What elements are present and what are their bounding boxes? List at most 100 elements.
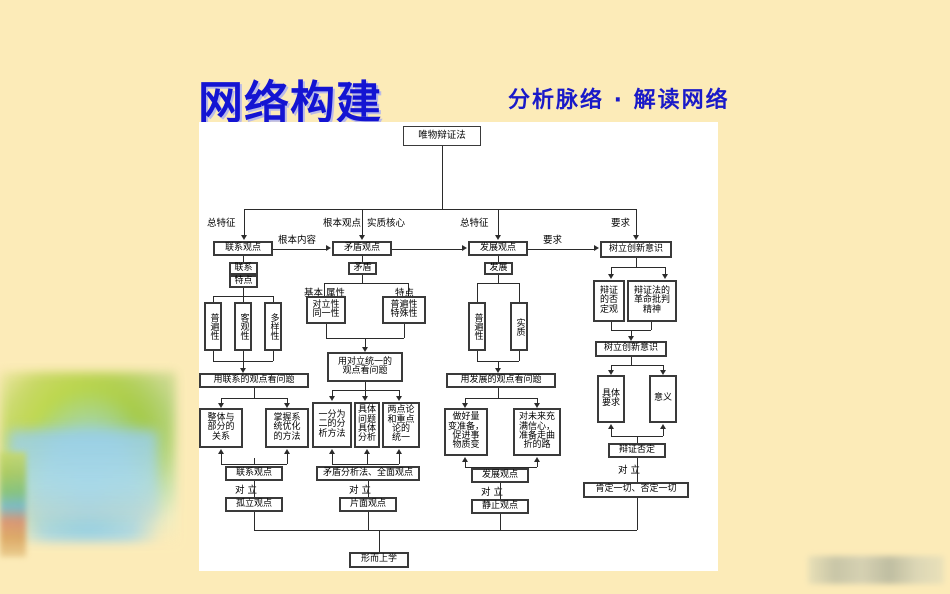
edge-label-shizhihexin: 实质核心 <box>367 218 406 229</box>
node-yifenweier: 一分为 二的分 析方法 <box>312 402 352 448</box>
node-bianzheng-fouding-guan: 辩证 的否 定观 <box>593 280 625 322</box>
line-pipan-join <box>651 322 652 330</box>
node-shuli-chuangxin-2: 树立创新意识 <box>595 341 667 357</box>
line-fouding-join <box>611 322 612 330</box>
line-kending-down <box>637 498 638 530</box>
edge-label-yaoqiu-2: 要求 <box>543 235 563 246</box>
line-branch3-down <box>498 209 499 236</box>
arrow-zhengti <box>218 403 224 408</box>
line-bottom-down <box>379 530 380 552</box>
edge-label-duili-3: 对 立 <box>481 487 504 498</box>
decorative-photo-overlay <box>8 430 158 520</box>
line-yongfazhan-bus <box>465 398 537 399</box>
line-yonglianxi-bus <box>221 398 287 399</box>
line-keguan-join <box>243 351 244 361</box>
edge-label-jibenshuxing: 基本 属性 <box>304 288 346 299</box>
edge-label-genbenneirong: 根本内容 <box>278 235 317 246</box>
arrow-up-jutiyaoqiu <box>608 424 614 429</box>
edge-label-duili-4: 对 立 <box>618 465 641 476</box>
arrow-up-liangbian <box>462 457 468 462</box>
node-weilai-xinxin: 对未来充 满信心， 准备走曲 折的路 <box>513 408 561 456</box>
arrow-liangdianlun <box>396 396 402 401</box>
node-guli-guandian: 孤立观点 <box>225 497 283 512</box>
arrow-maodun-to-fazhan <box>462 245 467 251</box>
line-liangdianlun-down <box>399 390 400 398</box>
arrow-to-shuli2 <box>628 336 634 341</box>
line-shizhi-join <box>519 351 520 361</box>
node-zhengti-bufen: 整体与 部分的 关系 <box>199 408 243 448</box>
node-shuli-chuangxin: 树立创新意识 <box>600 241 672 258</box>
arrow-up-xitong <box>284 449 290 454</box>
decorative-color-strip <box>0 452 26 557</box>
line-weilai-down <box>537 398 538 404</box>
line-yiyi-down <box>663 365 664 371</box>
line-pubian-f-down <box>477 283 478 302</box>
node-yong-lianxi: 用联系的观点看问题 <box>199 373 309 388</box>
line-up-xitong <box>287 453 288 464</box>
edge-label-yaoqiu-1: 要求 <box>611 218 631 229</box>
line-chuangxin-down <box>636 258 637 267</box>
node-yong-fazhan: 用发展的观点看问题 <box>446 373 556 388</box>
line-xitong-down <box>287 398 288 404</box>
line-duilitongyi-down <box>365 382 366 390</box>
edge-label-tedian: 特点 <box>395 288 415 299</box>
edge-label-genbenguandian: 根本观点 <box>323 218 362 229</box>
arrow-branch3 <box>495 235 501 240</box>
line-duili-join <box>326 324 327 338</box>
arrow-yiyi <box>660 370 666 375</box>
arrow-to-yong-lianxi <box>240 368 246 373</box>
arrow-up-jutifenxi <box>364 449 370 454</box>
arrow-to-yong-fazhan <box>495 368 501 373</box>
line-fazhan-down <box>498 275 499 283</box>
line-lianxi2-up <box>254 458 255 464</box>
diagram-canvas: 唯物辩证法 总特征 根本观点 实质核心 总特征 要求 联系观点 矛盾观点 发展观… <box>199 122 718 571</box>
line-jutifenxi-down <box>365 390 366 398</box>
node-pubianxing-lianxi: 普遍性 <box>204 302 222 351</box>
line-up-jutiyaoqiu <box>611 428 612 436</box>
node-bianzheng-fouding: 辩证否定 <box>608 443 666 458</box>
line-yongfazhan-down <box>498 388 499 398</box>
line-duoyang-join <box>273 351 274 361</box>
line-root-down <box>442 146 443 209</box>
line-liangbian-down <box>465 398 466 404</box>
arrow-xitong <box>284 403 290 408</box>
line-maodun-right-down <box>408 283 409 296</box>
arrow-branch4 <box>633 235 639 240</box>
line-up-weilai <box>537 461 538 467</box>
node-lianxi-guandian: 联系观点 <box>213 241 273 256</box>
line-lianxi-to-maodun <box>273 249 326 250</box>
node-fazhan: 发展 <box>484 262 513 275</box>
node-juti-yaoqiu: 具体 要求 <box>597 375 625 423</box>
node-liangdianlun: 两点论 和重点 论的 统一 <box>382 402 420 448</box>
node-tedian: 特点 <box>229 275 258 288</box>
line-guli-down <box>254 512 255 530</box>
node-lianxi: 联系 <box>229 262 258 275</box>
line-duili-3 <box>500 483 501 499</box>
arrow-branch2 <box>359 235 365 240</box>
arrow-up-yifenweier <box>329 449 335 454</box>
line-maodun-join-down <box>365 338 366 348</box>
line-chuangxin-bus <box>611 267 665 268</box>
arrow-to-duilitongyi <box>362 347 368 352</box>
watermark <box>808 556 944 584</box>
line-pubian-l-down <box>213 296 214 302</box>
node-duoyangxing: 多样性 <box>264 302 282 351</box>
node-maodun-guandian: 矛盾观点 <box>332 241 392 256</box>
line-yonglianxi-down <box>254 388 255 398</box>
edge-label-duili-1: 对 立 <box>235 485 258 496</box>
arrow-fazhan-to-chuangxin <box>594 245 599 251</box>
line-maodunguandian-down <box>362 256 363 262</box>
line-up-zhengti <box>221 453 222 464</box>
line-up-liangdianlun <box>399 453 400 464</box>
node-root: 唯物辩证法 <box>403 126 481 146</box>
page-subtitle: 分析脉络 · 解读网络 <box>508 88 730 113</box>
line-up-yifenweier <box>332 453 333 464</box>
arrow-branch1 <box>241 235 247 240</box>
line-pubian-l-join <box>213 351 214 361</box>
edge-label-zongtezheng-2: 总特征 <box>460 218 489 229</box>
line-up-yiyi <box>663 428 664 436</box>
line-fazhan2-bus <box>465 467 537 468</box>
node-pianmian-guandian: 片面观点 <box>339 497 397 512</box>
line-fazhanguandian-down <box>498 256 499 262</box>
arrow-pipan <box>662 274 668 279</box>
